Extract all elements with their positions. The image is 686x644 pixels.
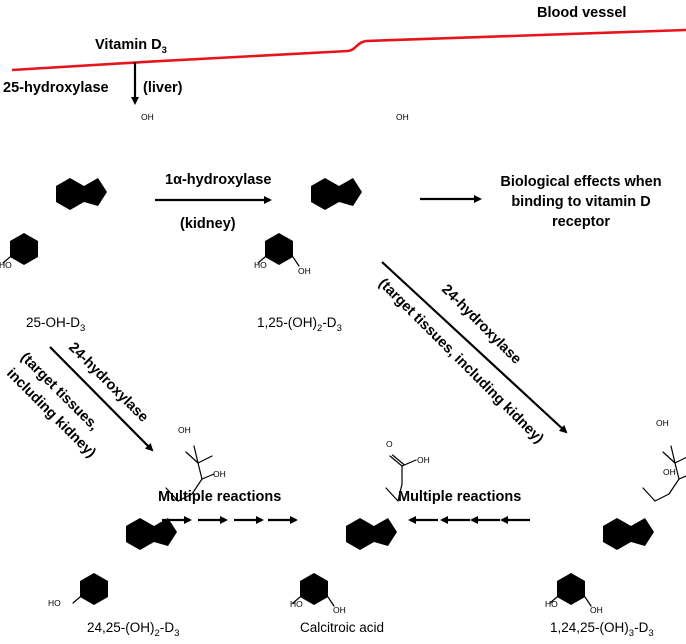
- multiple-reactions-right-label: Multiple reactions: [398, 489, 521, 505]
- effects-line-3: receptor: [552, 214, 610, 230]
- ho-label-12425: HO: [545, 599, 558, 609]
- multiple-reactions-left-label: Multiple reactions: [158, 489, 281, 505]
- blood-vessel-label: Blood vessel: [537, 5, 626, 21]
- molecule-1-24-25-oh3-d3: [549, 445, 686, 607]
- effects-line-2: binding to vitamin D: [511, 194, 650, 210]
- kidney-organ-label: (kidney): [180, 216, 236, 232]
- ho-label-25: HO: [0, 260, 12, 270]
- molecule-1-25-oh2-d3: [257, 110, 411, 267]
- oh-label-12425-ring: OH: [590, 605, 603, 615]
- liver-organ-label: (liver): [143, 80, 183, 96]
- compound-24-25-oh2-d3: 24,25-(OH)2-D3: [87, 620, 179, 639]
- oh-label-calcitroic-ring: OH: [333, 605, 346, 615]
- o-label-calcitroic: O: [386, 439, 393, 449]
- ho-label-125: HO: [254, 260, 267, 270]
- molecule-25-oh-d3: [2, 110, 156, 265]
- compound-1-24-25-oh3-d3: 1,24,25-(OH)3-D3: [550, 620, 654, 639]
- vitamin-d3-label: Vitamin D3: [95, 37, 167, 56]
- liver-enzyme-label: 25-hydroxylase: [3, 80, 109, 96]
- oh-label-125-ring: OH: [298, 266, 311, 276]
- molecule-24-25-oh2-d3: [72, 445, 215, 605]
- oh-label-125-side: OH: [396, 112, 409, 122]
- oh-label-12425-b: OH: [663, 467, 676, 477]
- right-24-hydroxylase-arrow: [381, 261, 568, 434]
- compound-1-25-oh2-d3: 1,25-(OH)2-D3: [257, 315, 342, 334]
- effects-line-1: Biological effects when: [500, 174, 661, 190]
- blood-vessel-line: [11, 28, 686, 72]
- compound-25-oh-d3: 25-OH-D3: [26, 315, 85, 334]
- kidney-enzyme-label: 1α-hydroxylase: [165, 172, 271, 188]
- oh-label-12425-a: OH: [656, 418, 669, 428]
- oh-label-25: OH: [141, 112, 154, 122]
- left-24-hydroxylase-arrow: [49, 346, 154, 452]
- compound-calcitroic-acid: Calcitroic acid: [300, 620, 384, 635]
- oh-label-2425-b: OH: [213, 469, 226, 479]
- ho-label-2425: HO: [48, 598, 61, 608]
- oh-label-2425-a: OH: [178, 425, 191, 435]
- ho-label-calcitroic: HO: [290, 599, 303, 609]
- oh-label-calcitroic-acid: OH: [417, 455, 430, 465]
- molecule-calcitroic-acid: [292, 454, 417, 607]
